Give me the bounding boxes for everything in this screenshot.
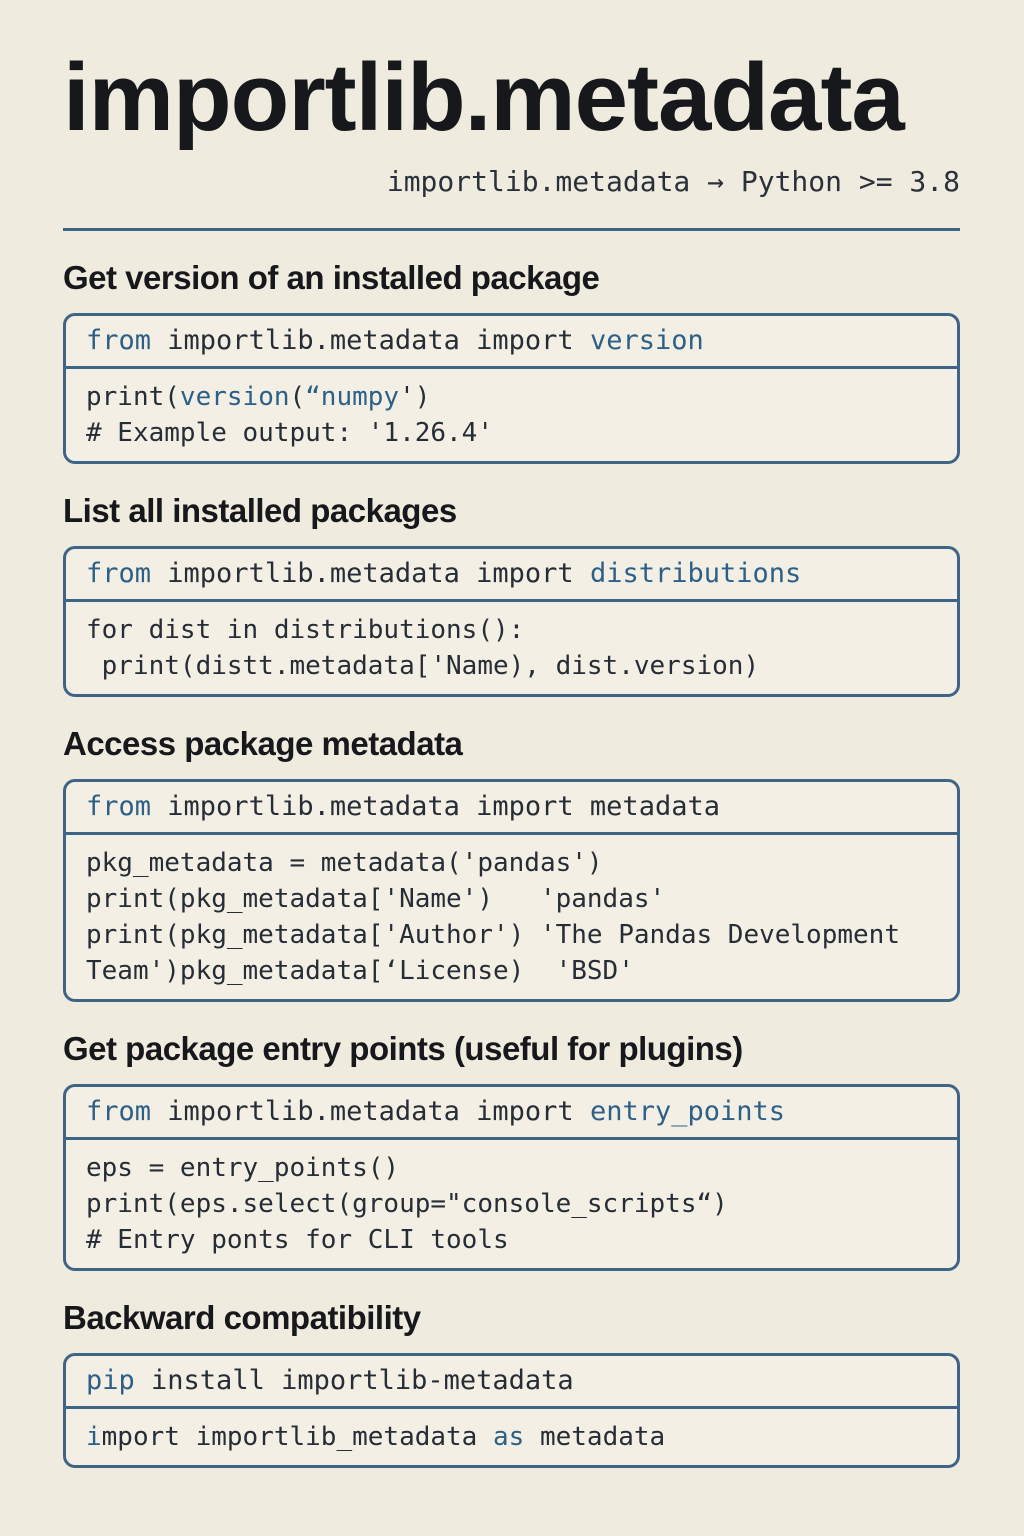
code-box: pip install importlib-metadata import im…: [63, 1352, 960, 1468]
section-backward-compat: Backward compatibility pip install impor…: [63, 1299, 960, 1468]
section-heading: List all installed packages: [63, 491, 457, 529]
header-divider: [63, 227, 960, 231]
code-line: # Example output: '1.26.4': [86, 417, 493, 448]
section-heading: Get version of an installed package: [63, 258, 600, 296]
code-line: pkg_metadata = metadata('pandas'): [86, 847, 603, 878]
code-box: from importlib.metadata import entry_poi…: [63, 1083, 960, 1271]
code-line: for dist in distributions():: [86, 614, 525, 645]
code-box-header: pip install importlib-metadata: [66, 1356, 957, 1409]
page-title: importlib.metadata: [63, 44, 905, 151]
code-line: Team')pkg_metadata[‘License) 'BSD': [86, 955, 634, 986]
code-line: print(eps.select(group="console_scripts“…: [86, 1188, 728, 1219]
code-line: import importlib_metadata as metadata: [86, 1421, 666, 1452]
code-line: from importlib.metadata import version: [86, 324, 704, 356]
code-line: pip install importlib-metadata: [86, 1364, 574, 1396]
code-line: from importlib.metadata import entry_poi…: [86, 1095, 786, 1127]
code-line: print(version(“numpy'): [86, 381, 431, 412]
section-access-metadata: Access package metadata from importlib.m…: [63, 725, 960, 1002]
code-box-body: eps = entry_points() print(eps.select(gr…: [66, 1140, 957, 1268]
code-box-header: from importlib.metadata import metadata: [66, 782, 957, 835]
code-line: eps = entry_points(): [86, 1152, 400, 1183]
code-line: # Entry ponts for CLI tools: [86, 1224, 509, 1255]
code-line: from importlib.metadata import metadata: [86, 790, 720, 822]
section-heading: Backward compatibility: [63, 1298, 421, 1336]
code-line: print(pkg_metadata['Author') 'The Pandas…: [86, 919, 900, 950]
code-box: from importlib.metadata import version p…: [63, 312, 960, 464]
code-line: from importlib.metadata import distribut…: [86, 557, 802, 589]
section-entry-points: Get package entry points (useful for plu…: [63, 1030, 960, 1271]
code-box-body: pkg_metadata = metadata('pandas') print(…: [66, 835, 957, 999]
section-heading: Access package metadata: [63, 724, 463, 762]
code-box-body: print(version(“numpy') # Example output:…: [66, 369, 957, 461]
section-heading: Get package entry points (useful for plu…: [63, 1029, 743, 1067]
code-box-body: import importlib_metadata as metadata: [66, 1409, 957, 1465]
section-get-version: Get version of an installed package from…: [63, 259, 960, 464]
code-box-body: for dist in distributions(): print(distt…: [66, 602, 957, 694]
code-line: print(distt.metadata['Name), dist.versio…: [86, 650, 760, 681]
code-box-header: from importlib.metadata import version: [66, 316, 957, 369]
code-line: print(pkg_metadata['Name') 'pandas': [86, 883, 666, 914]
code-box-header: from importlib.metadata import entry_poi…: [66, 1087, 957, 1140]
code-box-header: from importlib.metadata import distribut…: [66, 549, 957, 602]
code-box: from importlib.metadata import metadata …: [63, 778, 960, 1002]
section-list-packages: List all installed packages from importl…: [63, 492, 960, 697]
page-subtitle: importlib.metadata → Python >= 3.8: [386, 164, 960, 198]
code-box: from importlib.metadata import distribut…: [63, 545, 960, 697]
